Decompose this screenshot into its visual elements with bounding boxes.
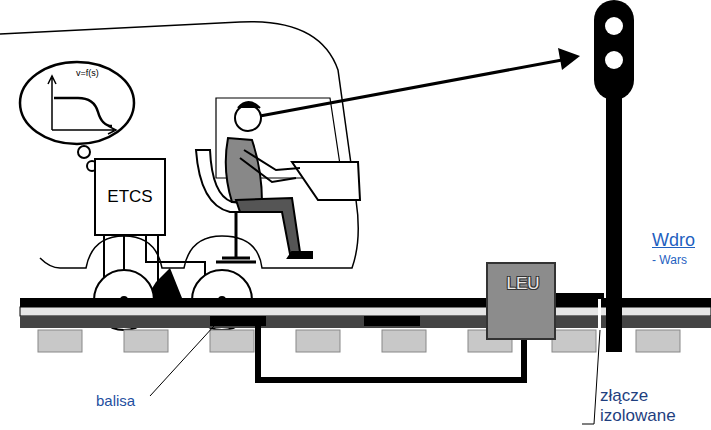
balise [210, 316, 266, 326]
signal [594, 0, 634, 352]
leu-box: LEU [486, 262, 556, 340]
sight-arrow [260, 60, 562, 116]
leader-line [582, 330, 600, 424]
thought-bubble: v=f(s) [18, 60, 136, 146]
driver-console [292, 162, 360, 200]
node-text: ETCS [96, 160, 164, 234]
arrow-head [558, 48, 580, 70]
seat-post [235, 212, 238, 258]
joint-label: złącze izolowane [600, 386, 696, 425]
bubble-ellipse [20, 62, 134, 144]
balise [364, 316, 420, 326]
sleepers [38, 330, 680, 352]
speed-curve [54, 98, 112, 126]
cut-heading: Wdro [652, 230, 695, 251]
graph-axes [48, 76, 116, 134]
balise-cable [258, 326, 524, 380]
train-driver [226, 102, 312, 258]
balise-label: balisa [96, 392, 135, 409]
etcs-box: ETCS [94, 158, 166, 236]
node-text: LEU [488, 274, 558, 294]
cut-subheading: - Wars [652, 254, 687, 268]
node-text: v=f(s) [76, 68, 99, 78]
train-body [0, 22, 358, 268]
seat-base [216, 258, 256, 262]
insulated-joint [598, 296, 601, 330]
thought-bubble [78, 146, 90, 158]
leader-line [150, 326, 214, 396]
